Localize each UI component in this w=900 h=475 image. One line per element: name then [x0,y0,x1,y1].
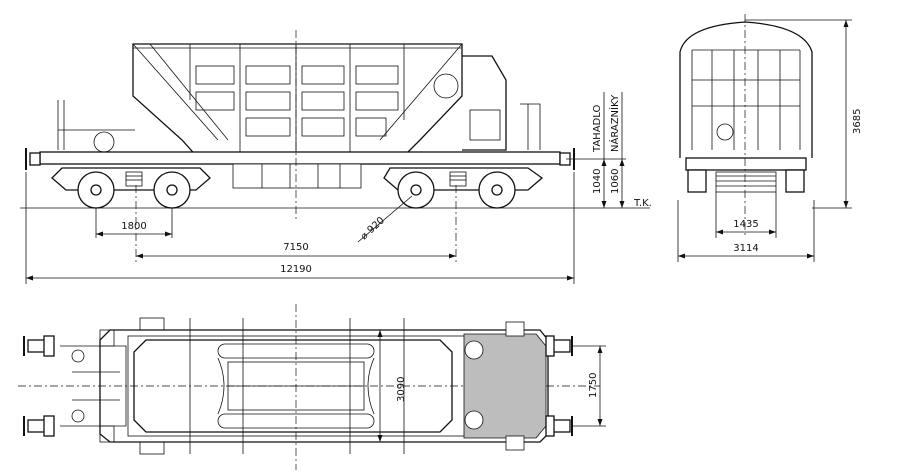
plan-view: 3090 1750 [18,304,606,470]
dimension-1800: 1800 [95,208,173,238]
dimension-7150: 7150 [136,242,456,259]
dimension-1435: 1435 [715,192,777,238]
label-rail-top: T.K. [633,198,652,209]
dimension-heights-right: 1040 1060 TAHADLO NÁRAZNÍKY T.K. [566,92,652,209]
hopper-panels [195,65,399,137]
discharge-chute [232,163,362,189]
dimension-label-7150: 7150 [283,242,308,253]
dimension-1750: 1750 [572,345,606,427]
dimension-12190: 12190 [25,172,575,284]
plan-discharge-bins [217,343,375,429]
plan-buffers [27,335,571,437]
dimension-label-1040: 1040 [592,169,603,194]
underframe-beam [39,151,561,165]
end-elevation-view: 3685 1435 3114 [677,14,863,262]
dimension-label-1800: 1800 [121,221,146,232]
plan-hopper-opening [133,339,453,433]
dimension-3090: 3090 [377,330,407,442]
plan-frame-outline [99,329,549,443]
dimension-label-1435: 1435 [733,219,758,230]
dimension-label-1750: 1750 [588,373,599,398]
dimension-3114: 3114 [677,200,815,262]
dimension-3685: 3685 [745,19,863,209]
label-narazniky: NÁRAZNÍKY [608,94,621,152]
dimension-label-3090: 3090 [396,377,407,402]
end-body-outline [679,21,813,158]
dimension-label-3685: 3685 [852,109,863,134]
hopper-side-posts [189,44,405,160]
dimension-label-wheel-diameter: ⌀ 920 [359,215,387,242]
dimension-label-3114: 3114 [733,243,758,254]
label-tahadlo: TAHADLO [592,105,603,153]
wheels [77,171,516,209]
dimension-label-1060: 1060 [610,169,621,194]
dimension-wheel-diameter: ⌀ 920 [357,195,413,243]
dimension-label-12190: 12190 [280,264,312,275]
side-elevation-view: 1800 7150 12190 ⌀ 920 1040 1060 [20,30,652,284]
